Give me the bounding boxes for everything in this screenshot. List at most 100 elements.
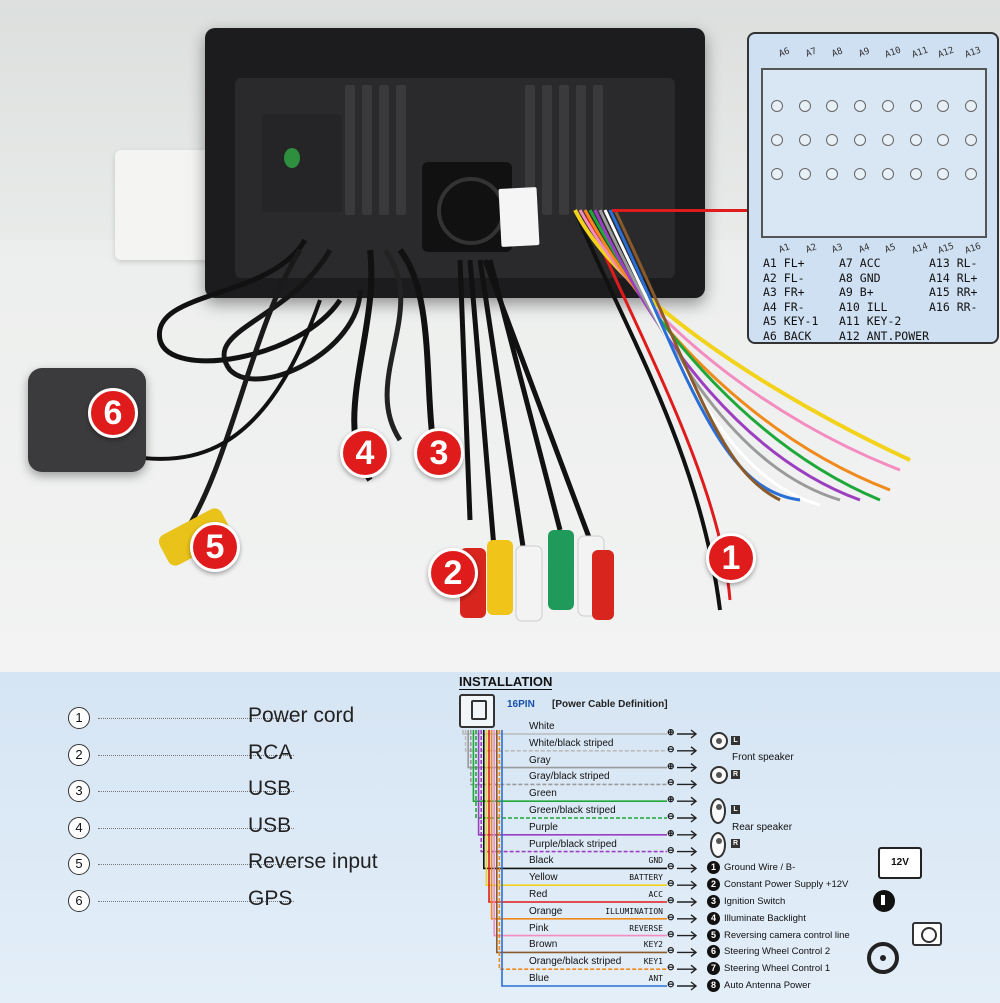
function-number: 4 xyxy=(707,911,720,925)
pointer-line xyxy=(612,209,749,212)
pin-entry: A1 FL+ xyxy=(763,256,805,270)
polarity-mark: ⊕ xyxy=(667,760,675,771)
wire-function-tag: KEY2 xyxy=(643,940,663,950)
steering-wheel-icon xyxy=(867,942,899,974)
heatsink-fin xyxy=(542,85,552,215)
pin-bottom-label: A1 xyxy=(777,242,792,256)
arrow-icon xyxy=(677,763,698,773)
arrow-icon xyxy=(677,830,698,840)
heatsink-fin xyxy=(396,85,406,215)
wire-name: Orange xyxy=(529,905,563,917)
polarity-mark: ⊖ xyxy=(667,962,675,973)
function-number: 3 xyxy=(707,895,720,908)
wire-function-tag: ANT xyxy=(648,974,663,983)
pin-entry: A14 RL+ xyxy=(929,270,978,285)
pin-entry: A15 RR+ xyxy=(929,285,978,300)
speaker-l-mark: L xyxy=(731,736,740,745)
legend-number: 1 xyxy=(68,707,90,729)
arrow-icon xyxy=(677,729,698,739)
pin-bottom-label: A15 xyxy=(936,241,956,257)
heatsink-fin xyxy=(593,85,603,215)
legend-label: USB xyxy=(248,777,292,800)
arrow-icon xyxy=(677,813,698,823)
pin-entry: A5 KEY-1 xyxy=(763,314,819,329)
arrow-icon xyxy=(677,880,698,890)
wire-line xyxy=(467,730,667,769)
wire-name: Black xyxy=(529,855,554,867)
function-label: Reversing camera control line xyxy=(724,929,850,941)
function-label: Ground Wire / B- xyxy=(724,862,796,874)
pin-top-label: A6 xyxy=(777,46,792,60)
wire-function-tag: KEY1 xyxy=(643,957,663,967)
wire-line xyxy=(483,730,667,870)
port-block xyxy=(262,114,342,212)
camera-icon xyxy=(912,922,942,946)
wire-line xyxy=(493,730,667,937)
pin-top-label: A8 xyxy=(830,46,845,60)
legend-label: Power cord xyxy=(248,704,355,727)
pin-entry: A13 RL- xyxy=(929,256,978,270)
pin-bottom-label: A5 xyxy=(883,242,898,256)
wire-name: White xyxy=(529,721,555,732)
heatsink-fin xyxy=(559,85,569,215)
wire-function-tag: REVERSE xyxy=(629,923,663,933)
legend-number: 5 xyxy=(68,853,90,875)
pin-column: A13 RL-A14 RL+A15 RR+A16 RR- xyxy=(929,256,977,314)
pin-entry: A11 KEY-2 xyxy=(839,314,902,329)
pin-row xyxy=(763,168,985,180)
polarity-mark: ⊖ xyxy=(667,895,675,905)
pin-count: 16PIN xyxy=(507,699,535,710)
function-number: 2 xyxy=(707,878,720,892)
wire-line xyxy=(480,730,667,853)
wire-name: Green xyxy=(529,788,557,800)
wire-function-tag: GND xyxy=(648,856,663,866)
wire-name: Red xyxy=(529,889,548,900)
leader-dots xyxy=(98,864,294,865)
pin-entry: A4 FR- xyxy=(763,299,805,314)
wire-name: Pink xyxy=(529,922,549,934)
pin-entry: A12 ANT.POWER xyxy=(839,328,930,343)
wire-name: Purple xyxy=(529,821,558,833)
arrow-icon xyxy=(677,947,698,957)
wire-line xyxy=(488,730,667,903)
cooling-fan xyxy=(422,162,512,252)
wire-line xyxy=(475,730,667,819)
polarity-mark: ⊖ xyxy=(667,979,675,989)
pin-entry: A16 RR- xyxy=(929,299,978,314)
wire-line xyxy=(472,730,667,802)
pin-top-label: A13 xyxy=(963,45,982,61)
arrow-icon xyxy=(677,746,698,756)
polarity-mark: ⊖ xyxy=(667,811,675,821)
arrow-icon xyxy=(677,931,698,941)
pin-entry: A8 GND xyxy=(839,270,881,285)
heatsink-fin xyxy=(379,85,389,215)
pin-row xyxy=(763,134,985,146)
installation-diagram: INSTALLATION 16PIN [Power Cable Definiti… xyxy=(455,672,1000,1003)
callout-badge-3: 3 xyxy=(414,428,464,478)
pin-bottom-label: A3 xyxy=(830,242,845,256)
wire-name: Gray/black striped xyxy=(529,771,610,783)
speaker-l-mark: L xyxy=(731,805,740,814)
speaker-r-mark: R xyxy=(731,770,740,779)
polarity-mark: ⊖ xyxy=(667,777,675,788)
pin-bottom-label: A16 xyxy=(963,241,982,257)
wire-line xyxy=(464,730,667,752)
pin-entry: A10 ILL xyxy=(839,299,888,314)
rear-speaker-label: Rear speaker xyxy=(732,822,793,833)
leader-dots xyxy=(98,754,294,756)
heatsink-fin xyxy=(525,85,535,215)
rear-right-speaker-icon xyxy=(710,832,726,858)
arrow-icon xyxy=(677,914,698,924)
power-cable-caption: [Power Cable Definition] xyxy=(552,699,668,710)
leader-dots xyxy=(98,718,294,719)
function-number: 5 xyxy=(707,928,720,942)
arrow-icon xyxy=(677,964,698,974)
function-number: 7 xyxy=(707,962,720,976)
pin-top-label: A11 xyxy=(910,45,929,61)
function-number: 6 xyxy=(707,945,720,959)
